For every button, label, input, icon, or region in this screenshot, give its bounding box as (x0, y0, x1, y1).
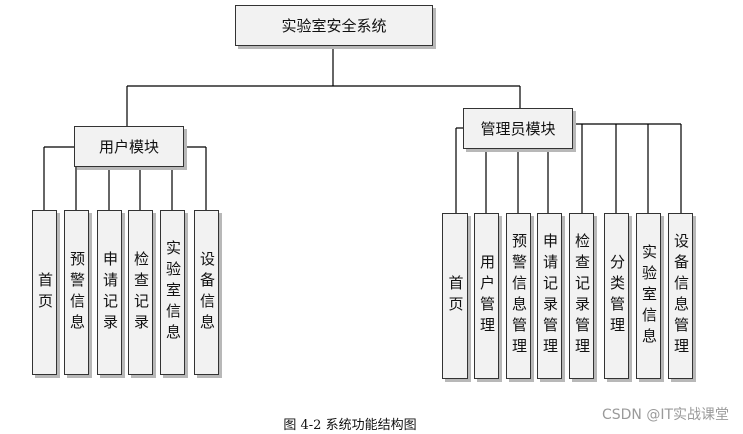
figure-caption: 图 4-2 系统功能结构图 (283, 418, 417, 433)
user-child-node: 申请记录 (97, 210, 122, 375)
user-child-node: 实验室信息 (160, 210, 185, 375)
user-child-node: 设备信息 (194, 210, 219, 375)
admin-child-node: 检查记录管理 (569, 213, 594, 379)
user-child-node: 首页 (32, 210, 57, 375)
admin-child-node: 分类管理 (604, 213, 629, 379)
user-child-node: 预警信息 (64, 210, 89, 375)
admin-child-node: 实验室信息 (636, 213, 661, 379)
user-child-node: 检查记录 (128, 210, 153, 375)
admin-child-node: 用户管理 (474, 213, 499, 379)
root-node: 实验室安全系统 (235, 5, 433, 46)
admin-child-node: 申请记录管理 (537, 213, 562, 379)
admin-child-node: 预警信息管理 (506, 213, 531, 379)
watermark: CSDN @IT实战课堂 (601, 407, 729, 423)
admin-child-node: 首页 (442, 213, 468, 379)
admin-child-node: 设备信息管理 (668, 213, 693, 379)
user-module-node: 用户模块 (74, 126, 184, 167)
admin-module-node: 管理员模块 (463, 108, 573, 149)
